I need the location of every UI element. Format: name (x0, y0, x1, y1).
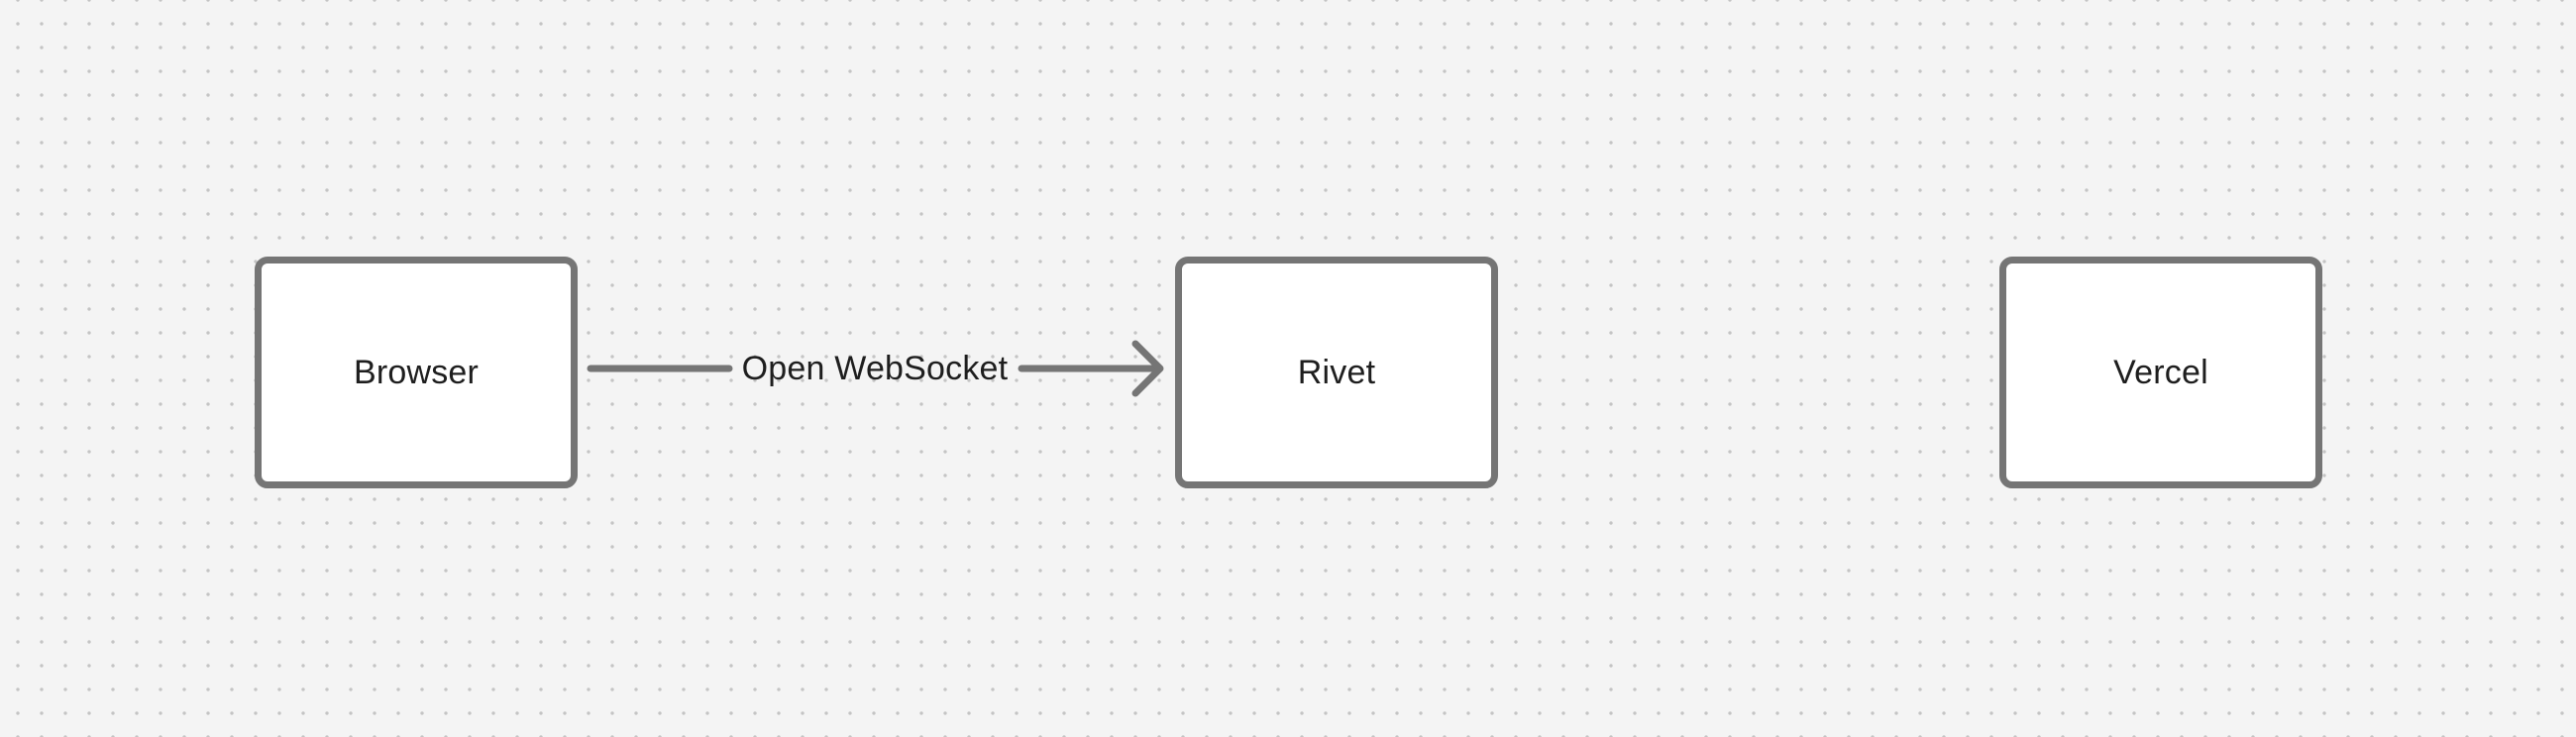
node-vercel-label: Vercel (2113, 353, 2208, 391)
node-rivet-label: Rivet (1297, 353, 1376, 391)
node-browser[interactable]: Browser (255, 257, 578, 488)
node-vercel[interactable]: Vercel (1999, 257, 2322, 488)
node-rivet[interactable]: Rivet (1175, 257, 1498, 488)
node-browser-label: Browser (353, 353, 480, 391)
edge-label[interactable]: Open WebSocket (741, 349, 1009, 387)
arrowhead-icon (1131, 340, 1164, 397)
